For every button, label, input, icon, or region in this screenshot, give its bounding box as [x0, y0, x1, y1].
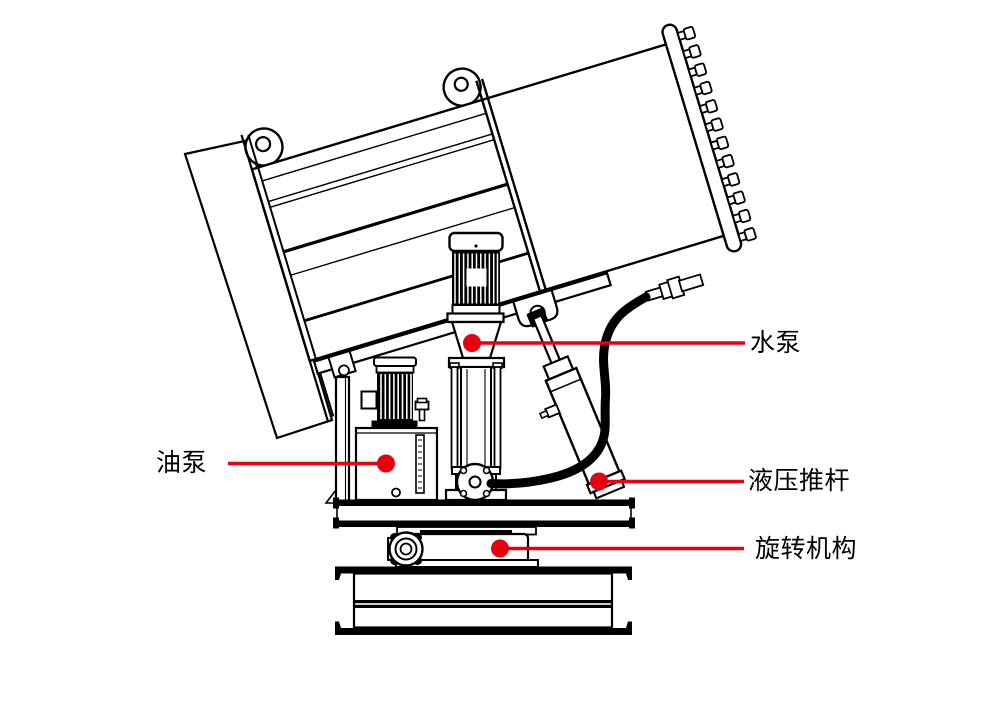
- callout-rotation-mech: [491, 539, 744, 558]
- label-rotation-mech: 旋转机构: [755, 535, 858, 563]
- callout-dot-oil-pump: [377, 454, 395, 473]
- terminal-box: [360, 390, 378, 410]
- callout-hydraulic-rod: [590, 472, 744, 491]
- water-hose: [486, 292, 651, 489]
- base-pedestal: [335, 566, 632, 635]
- oil-pump-unit: [324, 356, 439, 505]
- lug-hole: [453, 76, 469, 92]
- rotation-motor-flange: [387, 531, 424, 567]
- drain-plug: [391, 487, 401, 498]
- label-water-pump: 水泵: [750, 329, 802, 357]
- oil-pump-motor: [360, 356, 430, 428]
- callout-dot-hydraulic-rod: [590, 472, 608, 491]
- hose-fitting: [644, 273, 705, 302]
- callout-dot-rotation-mech: [491, 539, 509, 558]
- hinge-post: [324, 375, 351, 505]
- water-pump-motor: [446, 231, 505, 324]
- swivel-platform: [333, 497, 635, 529]
- motor-nameplate: [466, 268, 487, 287]
- label-hydraulic-rod: 液压推杆: [748, 467, 851, 495]
- callout-oil-pump: [228, 454, 395, 473]
- callout-water-pump: [463, 334, 745, 352]
- barrel-assembly: [240, 23, 758, 422]
- lug-hole: [254, 136, 272, 153]
- callout-dot-water-pump: [463, 334, 481, 352]
- callouts: [228, 334, 745, 558]
- label-oil-pump: 油泵: [156, 449, 208, 477]
- rear-fan-panel: [183, 138, 334, 440]
- mid-flange-ring: [475, 78, 552, 308]
- nozzle-ring: [661, 23, 758, 253]
- water-pump: [444, 231, 508, 502]
